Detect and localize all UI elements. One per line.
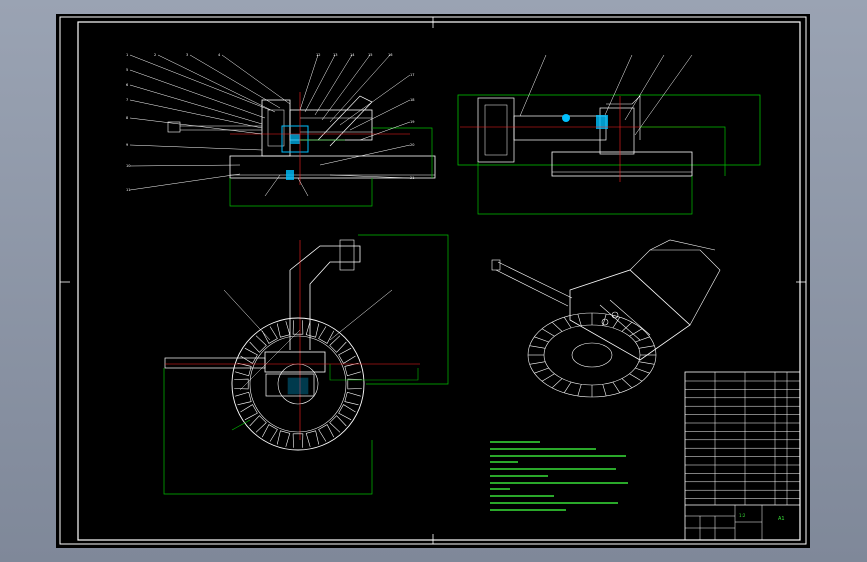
svg-text:7: 7	[126, 98, 128, 102]
side-view	[457, 54, 761, 215]
svg-text:1: 1	[126, 53, 128, 57]
title-block-scale: 1:2	[739, 513, 746, 518]
indexing-wheel	[231, 317, 365, 451]
svg-text:6: 6	[126, 83, 128, 87]
wheel-slot	[329, 415, 347, 433]
svg-text:4: 4	[218, 53, 221, 57]
wheel-slot	[235, 391, 252, 406]
iso-wheel-slot	[629, 373, 643, 382]
iso-wheel-slot	[529, 345, 546, 349]
isometric-view	[491, 239, 721, 398]
wheel-slot	[344, 362, 361, 377]
svg-text:10: 10	[126, 164, 130, 168]
wheel-slot	[276, 430, 291, 447]
iso-wheel-slot	[551, 321, 563, 332]
wheel-slot	[292, 320, 304, 335]
svg-text:12: 12	[316, 53, 320, 57]
svg-text:9: 9	[126, 143, 128, 147]
title-block-drawing-no: A1	[778, 516, 785, 522]
wheel-slot	[305, 430, 320, 447]
wheel-slot	[261, 326, 278, 344]
top-view	[163, 234, 449, 495]
iso-wheel-slot	[635, 336, 650, 343]
iso-wheel-slot	[621, 321, 633, 332]
iso-wheel-slot	[534, 336, 549, 343]
wheel-slot	[276, 321, 291, 338]
svg-text:5: 5	[126, 68, 128, 72]
wheel-slot	[261, 424, 278, 442]
wheel-slot	[240, 347, 258, 364]
svg-text:16: 16	[388, 53, 392, 57]
wheel-slot	[249, 335, 267, 353]
iso-wheel-slot	[577, 384, 582, 396]
sheet-background	[56, 14, 810, 548]
iso-wheel-slot	[541, 373, 555, 382]
iso-wheel-slot	[529, 361, 546, 365]
iso-wheel-slot	[635, 367, 650, 374]
iso-wheel-slot	[577, 314, 582, 326]
iso-wheel-slot	[551, 378, 563, 389]
wheel-slot	[347, 378, 362, 390]
wheel-slot	[329, 335, 347, 353]
iso-wheel-slot	[612, 317, 621, 329]
wheel-slot	[318, 326, 335, 344]
wheel-slot	[249, 415, 267, 433]
iso-wheel-slot	[602, 384, 607, 396]
iso-wheel-slot	[638, 345, 655, 349]
inner-border	[77, 21, 801, 541]
wheel-slot	[318, 424, 335, 442]
svg-text:13: 13	[333, 53, 337, 57]
svg-text:21: 21	[410, 176, 414, 180]
svg-text:20: 20	[410, 143, 414, 147]
svg-text:18: 18	[410, 98, 414, 102]
technical-notes	[490, 441, 628, 511]
centering-marks	[60, 17, 806, 544]
iso-wheel-slot	[534, 367, 549, 374]
svg-text:15: 15	[368, 53, 372, 57]
iso-wheel-slot	[541, 328, 555, 337]
iso-wheel-slot	[629, 328, 643, 337]
svg-text:11: 11	[126, 188, 130, 192]
title-block	[684, 371, 801, 541]
svg-text:3: 3	[186, 53, 188, 57]
svg-text:14: 14	[350, 53, 355, 57]
svg-text:8: 8	[126, 116, 128, 120]
wheel-slot	[235, 362, 252, 377]
wheel-slot	[240, 404, 258, 421]
wheel-slot	[305, 321, 320, 338]
iso-wheel-slot	[621, 378, 633, 389]
iso-wheel-slot	[612, 381, 621, 393]
wheel-slot	[292, 433, 304, 448]
svg-text:17: 17	[410, 73, 414, 77]
front-view	[167, 92, 436, 207]
wheel-slot	[338, 347, 356, 364]
svg-text:2: 2	[154, 53, 156, 57]
wheel-slot	[344, 391, 361, 406]
svg-text:19: 19	[410, 120, 414, 124]
wheel-slot	[338, 404, 356, 421]
iso-wheel-slot	[563, 317, 572, 329]
iso-wheel-slot	[638, 361, 655, 365]
iso-wheel-slot	[563, 381, 572, 393]
front-view-leaders	[129, 54, 411, 197]
iso-wheel-slot	[602, 314, 607, 326]
